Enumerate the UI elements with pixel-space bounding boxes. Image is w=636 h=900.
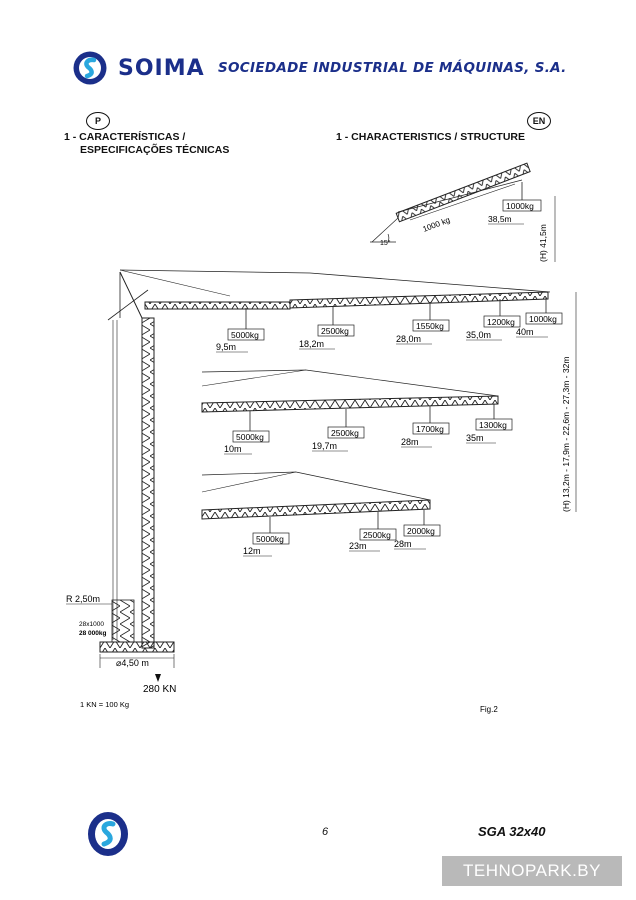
english-badge: EN [527,112,551,130]
crane-mast [107,271,155,649]
base-load-arrow-icon [155,674,161,682]
model-name: SGA 32x40 [478,824,546,839]
jib35-load-2: 2500kg [331,428,359,438]
base-load-label: 280 KN [143,684,176,695]
footer-logo-icon [88,812,128,856]
inset-angle-label: 15° [380,239,391,247]
inset-luffing-jib: 15° 1000 kg 1000kg 38,5m (H) 41,5m [370,162,556,262]
unit-note: 1 KN = 100 Kg [80,700,129,709]
inset-boom-load: 1000 kg [421,215,451,234]
page-number: 6 [322,826,329,838]
jib40-load-3: 1550kg [416,321,444,331]
jib-35m: 5000kg 2500kg 1700kg 1300kg 10m 19,7m 28… [201,369,513,455]
inset-tie-line [397,179,523,213]
jib28-radius-3: 28m [394,539,412,549]
soima-logo-icon [73,51,107,85]
base-chassis [99,641,175,653]
jib28-load-3: 2000kg [407,526,435,536]
jib-28m: 5000kg 2500kg 2000kg 12m 23m 28m [201,471,441,557]
brand-name: SOIMA [118,56,205,81]
jib40-load-5: 1000kg [529,314,557,324]
pt-heading-line1: 1 - CARACTERÍSTICAS / [64,131,186,143]
jib28-load-2: 2500kg [363,530,391,540]
portuguese-badge: P [86,112,110,130]
watermark: TEHNOPARK.BY [442,856,622,886]
height-options-label: (H) 13,2m - 17,9m - 22,6m - 27,3m - 32m [561,357,571,512]
pt-heading-line2: ESPECIFICAÇÕES TÉCNICAS [80,144,230,156]
ballast-blocks [111,599,135,643]
jib28-radius-1: 12m [243,546,261,556]
jib40-radius-4: 35,0m [466,330,491,340]
jib40-radius-3: 28,0m [396,334,421,344]
inset-tip-radius: 38,5m [488,214,512,224]
ballast-mass: 28 000kg [79,630,106,637]
jib40-radius-2: 18,2m [299,339,324,349]
jib40-radius-1: 9,5m [216,342,236,352]
jib35-load-1: 5000kg [236,432,264,442]
base-width-label: ⌀4,50 m [116,658,149,668]
inset-tip-load: 1000kg [506,201,534,211]
jib40-load-2: 2500kg [321,326,349,336]
jib35-radius-4: 35m [466,433,484,443]
jib40-load-1: 5000kg [231,330,259,340]
figure-label: Fig.2 [480,705,498,714]
jib35-radius-3: 28m [401,437,419,447]
jib-40m: 5000kg 2500kg 1550kg 1200kg 1000kg 9,5m … [119,269,563,353]
jib35-load-4: 1300kg [479,420,507,430]
jib35-radius-1: 10m [224,444,242,454]
jib35-load-3: 1700kg [416,424,444,434]
jib28-load-1: 5000kg [256,534,284,544]
jib40-load-4: 1200kg [487,317,515,327]
en-heading: 1 - CHARACTERISTICS / STRUCTURE [336,131,526,143]
brand-tagline: SOCIEDADE INDUSTRIAL DE MÁQUINAS, S.A. [218,60,567,76]
ballast-base: R 2,50m 28x1000 28 000kg ⌀4,50 m 280 KN … [66,594,176,709]
ballast-radius-label: R 2,50m [66,594,100,604]
ballast-count: 28x1000 [79,621,104,628]
jib40-radius-5: 40m [516,327,534,337]
jib35-radius-2: 19,7m [312,441,337,451]
jib28-radius-2: 23m [349,541,367,551]
inset-height: (H) 41,5m [538,224,548,262]
